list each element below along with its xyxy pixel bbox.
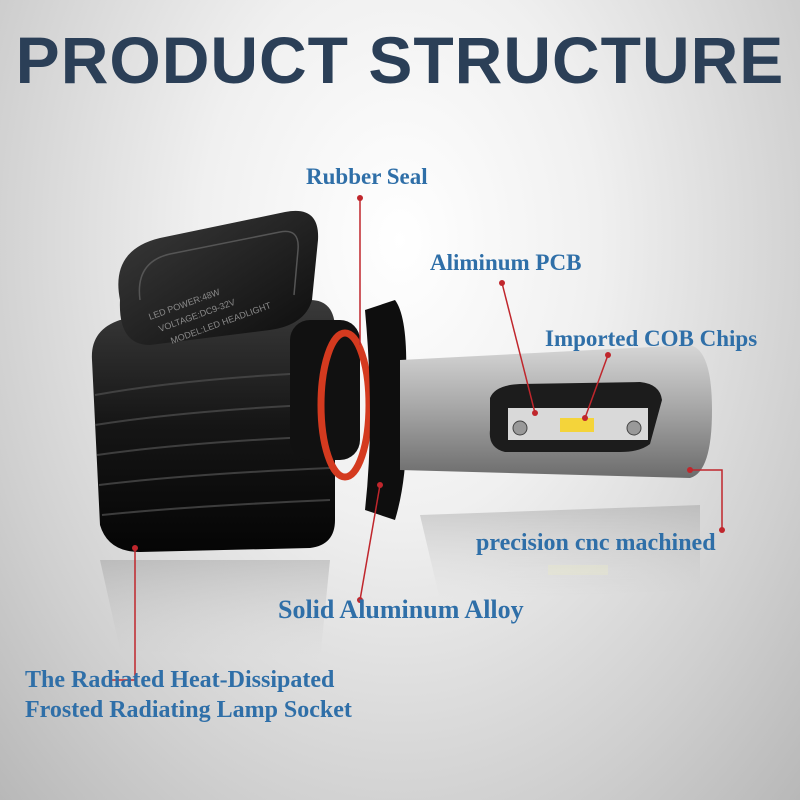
label-cnc-machined: precision cnc machined xyxy=(476,530,716,556)
pointer-dots xyxy=(132,195,725,603)
label-rubber-seal: Rubber Seal xyxy=(306,164,428,189)
rubber-seal-ring xyxy=(317,329,373,481)
label-lamp-socket-line2: Frosted Radiating Lamp Socket xyxy=(25,697,352,723)
label-lamp-socket: The Radiated Heat-Dissipated Frosted Rad… xyxy=(25,665,352,725)
pointer-lines xyxy=(110,198,723,681)
label-aluminum-pcb: Aliminum PCB xyxy=(430,250,582,275)
label-aluminum-alloy: Solid Aluminum Alloy xyxy=(278,595,524,624)
reflection xyxy=(100,505,700,660)
aluminum-tube xyxy=(400,345,712,478)
page-title: PRODUCT STRUCTURE xyxy=(15,23,785,97)
label-cob-chips: Imported COB Chips xyxy=(545,326,758,351)
heatsink-cap: LED POWER:48W VOLTAGE:DC9-32V MODEL:LED … xyxy=(118,210,319,346)
label-lamp-socket-line1: The Radiated Heat-Dissipated xyxy=(25,667,335,693)
